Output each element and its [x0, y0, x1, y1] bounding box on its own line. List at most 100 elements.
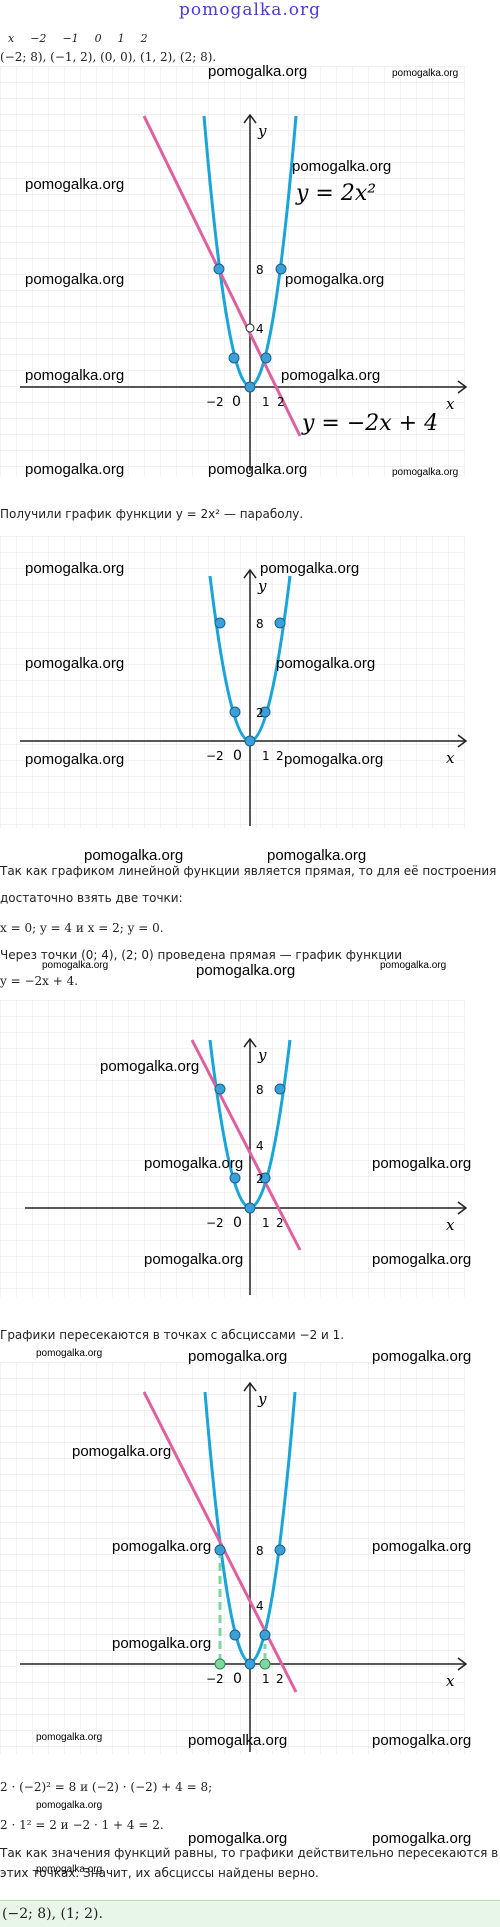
- watermark: pomogalka.org: [208, 63, 308, 80]
- axis-label-y: y: [257, 1390, 267, 1408]
- tick-label: 8: [256, 1083, 264, 1097]
- text-through-2: y = −2x + 4.: [0, 974, 79, 988]
- graph-intersection: 8 4 −2 0 1 2 x y: [0, 1362, 468, 1754]
- tick-label: 8: [256, 263, 264, 277]
- watermark: pomogalka.org: [281, 367, 381, 384]
- point: [259, 1658, 271, 1670]
- line-graph: [142, 115, 302, 437]
- point: [214, 1083, 226, 1095]
- axis-label-x: x: [446, 749, 455, 767]
- watermark: pomogalka.org: [188, 1348, 288, 1365]
- watermark: pomogalka.org: [188, 1830, 288, 1847]
- points-line: (−2; 8), (−1, 2), (0, 0), (1, 2), (2; 8)…: [0, 50, 217, 64]
- line-graph: [190, 1039, 302, 1251]
- watermark: pomogalka.org: [25, 560, 125, 577]
- watermark: pomogalka.org: [25, 461, 125, 478]
- watermark: pomogalka.org: [372, 1251, 472, 1268]
- tick-label: 2: [276, 1216, 284, 1230]
- text-line-2: достаточно взять две точки:: [0, 891, 183, 905]
- watermark: pomogalka.org: [25, 655, 125, 672]
- watermark: pomogalka.org: [112, 1538, 212, 1555]
- watermark: pomogalka.org: [25, 367, 125, 384]
- watermark: pomogalka.org: [36, 1864, 103, 1875]
- watermark: pomogalka.org: [380, 960, 447, 971]
- watermark: pomogalka.org: [188, 1732, 288, 1749]
- tick-label: 4: [256, 1599, 264, 1613]
- axis-label-x: x: [446, 395, 455, 413]
- tick-label: 4: [256, 322, 264, 336]
- graph-parabola: 8 2 −2 0 1 2 x y: [0, 536, 468, 828]
- point: [274, 617, 286, 629]
- tick-label: 2: [276, 749, 284, 763]
- point: [244, 1202, 256, 1214]
- watermark: pomogalka.org: [285, 271, 385, 288]
- y-axis-arrow-icon: [243, 1381, 257, 1392]
- watermark: pomogalka.org: [42, 960, 109, 971]
- point: [244, 735, 256, 747]
- point: [229, 706, 241, 718]
- watermark: pomogalka.org: [100, 1058, 200, 1075]
- watermark: pomogalka.org: [372, 1830, 472, 1847]
- check-2: 2 · 1² = 2 и −2 · 1 + 4 = 2.: [0, 1818, 164, 1832]
- axis-label-y: y: [257, 1046, 267, 1064]
- watermark: pomogalka.org: [292, 158, 392, 175]
- watermark: pomogalka.org: [25, 176, 125, 193]
- axis-label-x: x: [446, 1216, 455, 1234]
- graph-parabola-and-line: 8 4 −2 0 1 2 x y y = 2x² y = −2x + 4: [0, 66, 468, 476]
- tick-label: 8: [256, 1544, 264, 1558]
- tick-label: 4: [256, 1139, 264, 1153]
- watermark: pomogalka.org: [72, 1443, 172, 1460]
- line-graph: [142, 1391, 298, 1693]
- tick-label: −2: [206, 749, 224, 763]
- table-cell: −1: [62, 32, 79, 45]
- tick-label: 2: [276, 1672, 284, 1686]
- axis-label-y: y: [257, 577, 267, 595]
- watermark: pomogalka.org: [267, 847, 367, 864]
- point: [274, 1083, 286, 1095]
- grid-background: [0, 1362, 465, 1754]
- tick-label: −2: [206, 395, 224, 409]
- watermark: pomogalka.org: [112, 1635, 212, 1652]
- grid-background: [0, 66, 465, 476]
- values-table: x −2 −1 0 1 2: [0, 32, 156, 45]
- axis-label-x: x: [446, 1672, 455, 1690]
- x-axis-arrow-icon: [457, 734, 468, 748]
- point: [229, 1629, 241, 1641]
- y-axis-arrow-icon: [243, 113, 257, 124]
- x-axis-arrow-icon: [457, 1201, 468, 1215]
- point: [260, 352, 272, 364]
- table-cell: x: [8, 32, 15, 45]
- watermark: pomogalka.org: [36, 1800, 103, 1811]
- site-title[interactable]: pomogalka.org: [178, 0, 321, 20]
- watermark: pomogalka.org: [144, 1251, 244, 1268]
- x-axis-arrow-icon: [457, 380, 468, 394]
- answer-text: (−2; 8), (1; 2).: [2, 1906, 103, 1922]
- point: [214, 1658, 226, 1670]
- table-cell: 2: [140, 32, 148, 45]
- tick-label: 2: [277, 395, 285, 409]
- tick-label: −2: [206, 1216, 224, 1230]
- point: [214, 617, 226, 629]
- point: [259, 706, 271, 718]
- watermark: pomogalka.org: [372, 1732, 472, 1749]
- x-axis-arrow-icon: [457, 1657, 468, 1671]
- point: [275, 263, 287, 275]
- text-intersect: Графики пересекаются в точках с абсцисса…: [0, 1328, 345, 1342]
- watermark: pomogalka.org: [372, 1155, 472, 1172]
- point: [245, 323, 255, 333]
- point: [228, 352, 240, 364]
- point: [213, 263, 225, 275]
- watermark: pomogalka.org: [276, 655, 376, 672]
- conclusion-1: Так как значения функций равны, то графи…: [0, 1846, 499, 1860]
- watermark: pomogalka.org: [372, 1538, 472, 1555]
- watermark: pomogalka.org: [372, 1348, 472, 1365]
- tick-label: 1: [262, 749, 270, 763]
- point: [214, 1544, 226, 1556]
- grid-background: [0, 536, 465, 828]
- watermark: pomogalka.org: [36, 1348, 103, 1359]
- y-axis-arrow-icon: [243, 568, 257, 579]
- y-axis-arrow-icon: [243, 1037, 257, 1048]
- watermark: pomogalka.org: [84, 847, 184, 864]
- tick-label: 1: [262, 1216, 270, 1230]
- table-cell: 0: [94, 32, 102, 45]
